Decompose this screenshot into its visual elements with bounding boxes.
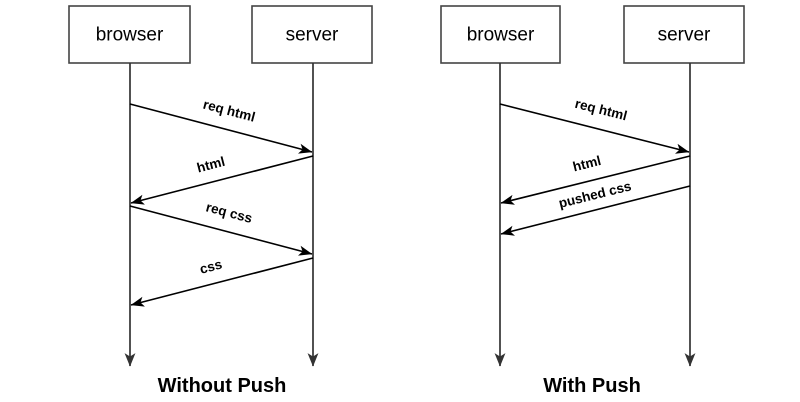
- participant-label-server: server: [286, 25, 339, 46]
- message-arrow-pushed-css: [500, 185, 691, 236]
- participant-box-server: [623, 5, 745, 64]
- message-arrow-html: [500, 155, 691, 205]
- participant-label-browser: browser: [96, 25, 164, 46]
- message-label-req-html: req html: [201, 97, 256, 125]
- message-without-push-0: req html: [129, 97, 313, 154]
- message-without-push-1: html: [130, 154, 314, 205]
- participant-label-browser: browser: [467, 25, 535, 46]
- message-label-req-css: req css: [204, 199, 254, 226]
- participant-box-server: [251, 5, 373, 64]
- message-without-push-2: req css: [129, 199, 313, 256]
- diagram-content: browser server req html html req css cssWitho…: [68, 5, 745, 397]
- message-label-pushed-css: pushed css: [557, 178, 633, 211]
- message-with-push-1: html: [500, 153, 691, 205]
- participant-browser-with-push: browser: [440, 5, 561, 367]
- participant-box-browser: [68, 5, 191, 64]
- message-label-css: css: [198, 257, 224, 277]
- participant-server-with-push: server: [623, 5, 745, 367]
- message-with-push-0: req html: [499, 96, 690, 154]
- participant-box-browser: [440, 5, 561, 64]
- participant-server-without-push: server: [251, 5, 373, 367]
- scenario-caption-with-push: With Push: [543, 375, 641, 397]
- message-arrow-html: [130, 155, 314, 205]
- message-label-req-html: req html: [573, 96, 628, 124]
- message-arrow-req-html: [499, 103, 690, 154]
- scenario-caption-without-push: Without Push: [158, 375, 287, 397]
- message-label-html: html: [195, 154, 226, 176]
- message-arrow-req-html: [129, 103, 313, 154]
- message-label-html: html: [571, 153, 602, 174]
- message-arrow-req-css: [129, 205, 313, 256]
- diagram-without-push: browser server req html html req css cssWitho…: [68, 5, 373, 397]
- participant-label-server: server: [658, 25, 711, 46]
- message-arrow-css: [130, 257, 314, 307]
- message-with-push-2: pushed css: [500, 178, 691, 236]
- diagram-with-push: browser server req html html pushed cssWith …: [440, 5, 745, 397]
- participant-browser-without-push: browser: [68, 5, 191, 367]
- message-without-push-3: css: [130, 257, 314, 307]
